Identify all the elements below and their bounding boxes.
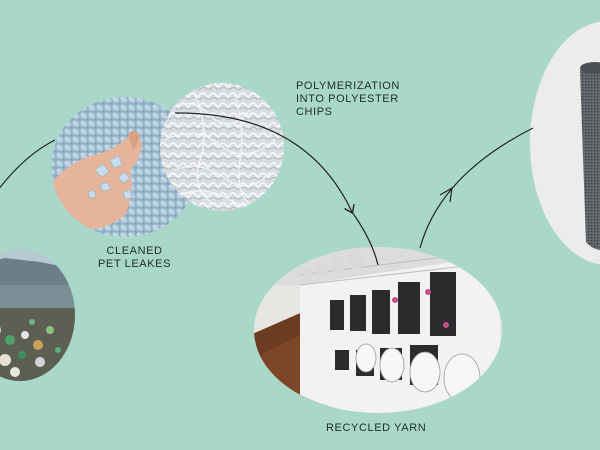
cleaned-label: CLEANED PET LEAKES	[98, 245, 171, 271]
cleaned-line-2: PET LEAKES	[98, 258, 172, 270]
recycled-yarn-label: RECYCLED YARN	[326, 422, 426, 435]
plastic-waste-photo	[0, 249, 75, 381]
arrow-machine-connector	[351, 211, 379, 266]
yarn-spool-photo	[530, 21, 600, 265]
arrow-flakes-to-machine	[174, 112, 352, 212]
polymerization-line-2: INTO POLYESTER	[296, 93, 399, 105]
cleaned-line-1: CLEANED	[106, 245, 163, 257]
polymerization-label: POLYMERIZATION INTO POLYESTER CHIPS	[296, 80, 400, 119]
recycled-yarn-text: RECYCLED YARN	[326, 422, 427, 434]
arrow-machine-to-spool	[419, 127, 534, 249]
arrow-head-to-spool	[439, 186, 453, 203]
arrow-waste-to-flakes	[0, 139, 56, 189]
polymerization-line-1: POLYMERIZATION	[296, 80, 400, 92]
yarn-machine-photo	[254, 247, 502, 413]
polymerization-line-3: CHIPS	[296, 106, 333, 118]
